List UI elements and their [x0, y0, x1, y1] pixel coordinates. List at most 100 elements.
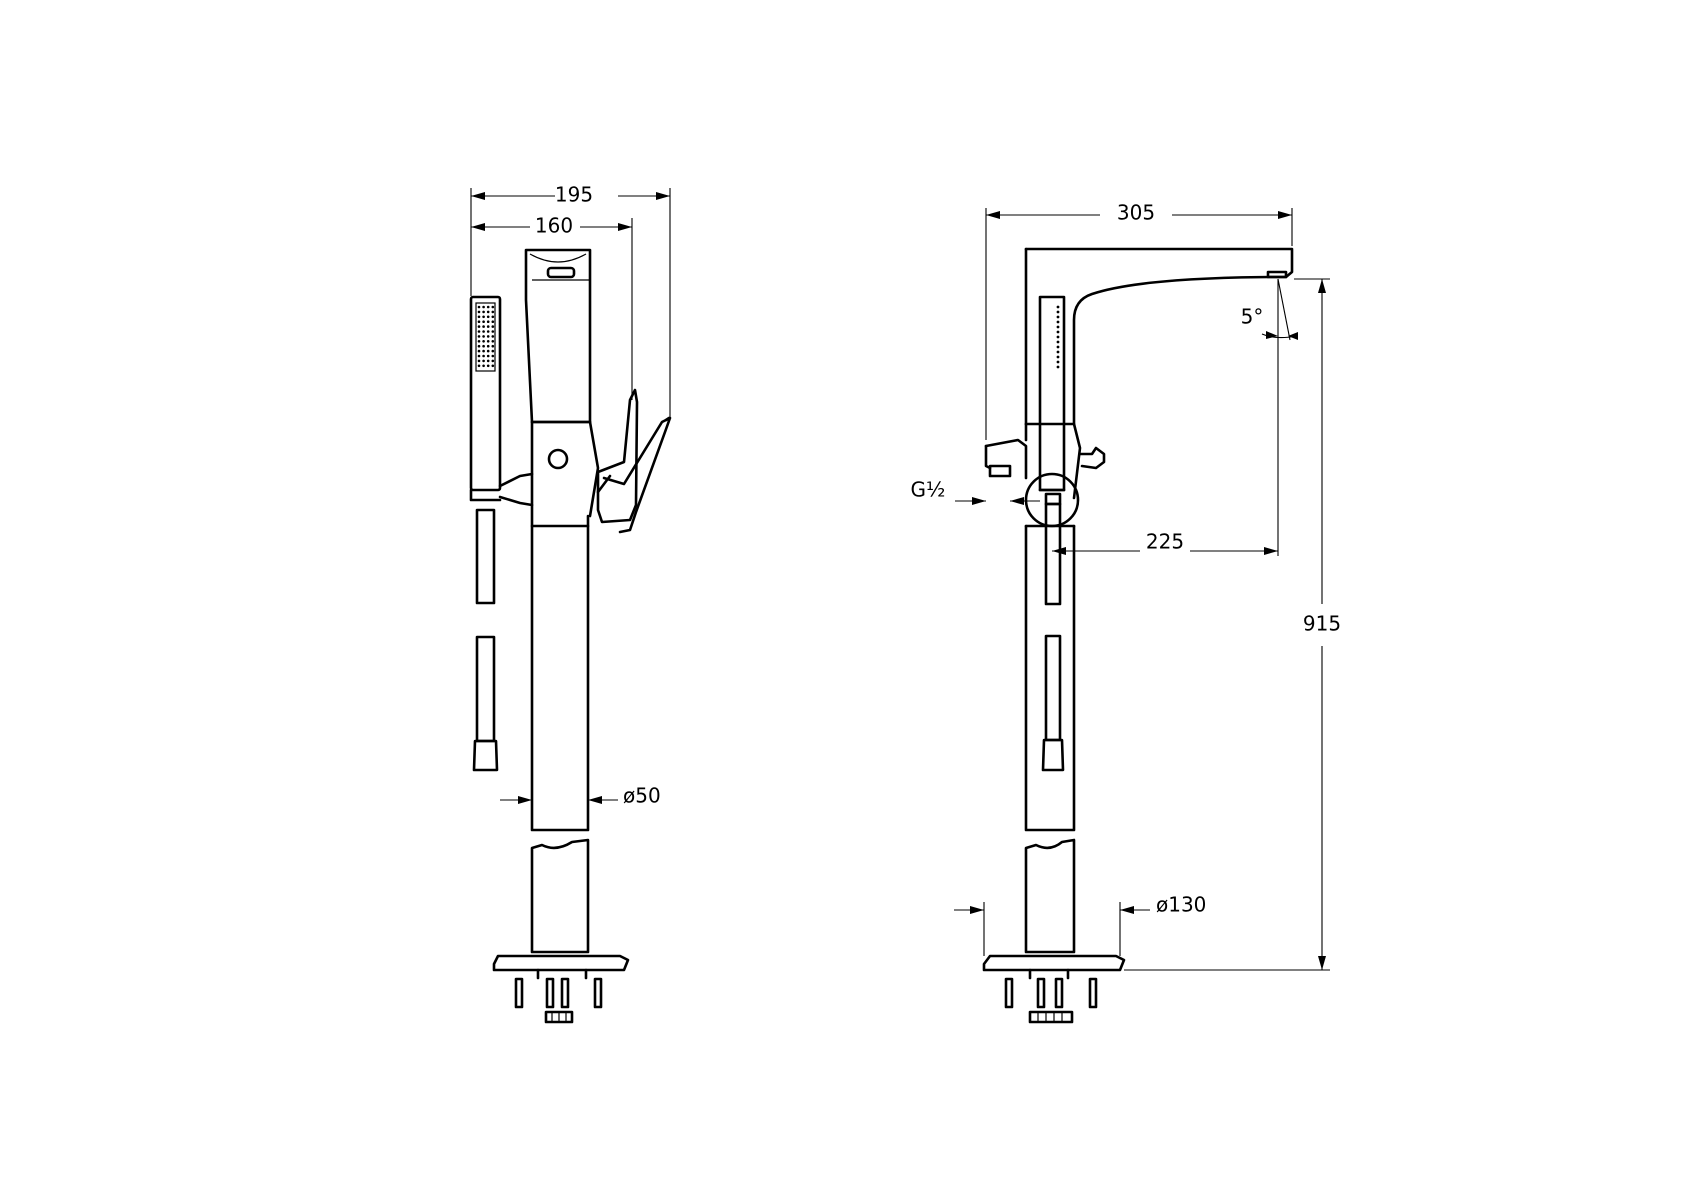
side-dimension-base-diameter: ø130 — [954, 893, 1206, 956]
spray-nozzle — [477, 349, 481, 353]
front-dimension-160: 160 — [471, 214, 633, 400]
spray-nozzle — [491, 335, 495, 338]
front-dimension-column-diameter: ø50 — [500, 784, 661, 808]
spray-nozzle — [486, 310, 490, 314]
dim-label-inlet: G½ — [911, 478, 946, 502]
spray-nozzle — [491, 349, 495, 353]
dim-label-angle: 5° — [1241, 305, 1264, 329]
spray-nozzle — [491, 354, 495, 358]
spray-nozzle — [477, 325, 481, 328]
spray-nozzle — [486, 315, 490, 319]
spray-nozzle — [1056, 305, 1060, 309]
dim-label-195: 195 — [555, 183, 593, 207]
spray-nozzle — [477, 315, 481, 319]
spray-nozzle-pattern — [477, 305, 495, 368]
spray-nozzle — [482, 340, 485, 343]
spray-nozzle — [1056, 355, 1060, 359]
front-upper-body — [524, 248, 600, 528]
spray-nozzle — [477, 310, 481, 314]
spray-nozzle — [486, 349, 490, 353]
front-column — [530, 524, 590, 954]
spray-nozzle — [491, 320, 495, 324]
spray-nozzle — [491, 310, 495, 314]
spray-nozzle — [486, 354, 490, 358]
spray-nozzle — [1056, 340, 1060, 344]
spray-nozzle — [477, 320, 481, 324]
spray-nozzle — [486, 335, 490, 338]
spray-nozzle — [482, 344, 485, 348]
spray-nozzle — [486, 340, 490, 343]
spray-nozzle — [491, 315, 495, 319]
side-mid-section — [984, 422, 1106, 528]
spray-nozzle — [1056, 325, 1060, 329]
spray-nozzle — [1056, 335, 1060, 339]
front-view: 195 160 ø50 — [469, 183, 672, 1024]
spray-nozzle — [482, 354, 485, 358]
spray-nozzle — [486, 359, 490, 363]
spray-nozzle — [482, 310, 485, 314]
spray-nozzle — [477, 364, 481, 368]
spray-nozzle — [482, 305, 485, 309]
spray-nozzle — [1056, 345, 1060, 349]
spray-nozzle — [486, 305, 490, 309]
dim-label-base-diameter: ø130 — [1156, 893, 1206, 917]
spray-nozzle — [491, 325, 495, 328]
side-dimension-225: 225 — [1052, 530, 1278, 555]
spray-nozzle — [486, 325, 490, 328]
spray-nozzle — [1056, 320, 1060, 324]
dim-label-225: 225 — [1146, 530, 1184, 554]
spray-nozzle — [482, 349, 485, 353]
front-dimension-195: 195 — [470, 183, 671, 418]
spray-nozzle — [477, 305, 481, 309]
spray-nozzle — [1056, 350, 1060, 354]
side-dimension-915: 915 — [1124, 278, 1341, 971]
side-view: 305 5° G½ 225 — [911, 201, 1341, 1024]
spray-nozzle — [491, 330, 495, 333]
spray-nozzle — [486, 330, 490, 333]
side-hand-shower — [1038, 295, 1066, 492]
dim-label-160: 160 — [535, 214, 573, 238]
spray-nozzle — [477, 335, 481, 338]
spray-nozzle — [1056, 310, 1060, 314]
spray-nozzle — [491, 340, 495, 343]
spray-nozzle — [491, 305, 495, 309]
front-mixer-lever — [596, 388, 672, 534]
spray-nozzle — [1056, 360, 1060, 364]
spray-nozzle — [1056, 330, 1060, 334]
spray-nozzle — [482, 335, 485, 338]
spray-nozzle — [491, 359, 495, 363]
spray-nozzle — [486, 344, 490, 348]
dim-label-column-diameter: ø50 — [623, 784, 661, 808]
side-dimension-angle: 5° — [1241, 278, 1298, 556]
front-hose — [472, 508, 499, 772]
side-column — [1024, 502, 1076, 954]
side-dimension-305: 305 — [985, 201, 1293, 440]
spray-nozzle — [486, 364, 490, 368]
dim-label-305: 305 — [1117, 201, 1155, 225]
side-spout-body — [1024, 247, 1294, 426]
spray-nozzle — [1056, 365, 1060, 369]
spray-nozzle — [477, 340, 481, 343]
spray-nozzle — [477, 330, 481, 333]
spray-nozzle — [482, 364, 485, 368]
dim-label-915: 915 — [1303, 612, 1341, 636]
front-shower-holder — [498, 472, 534, 507]
spray-nozzle — [1056, 315, 1060, 319]
side-spray-nozzles — [1056, 305, 1060, 369]
spray-nozzle — [482, 325, 485, 328]
spray-nozzle — [477, 359, 481, 363]
spray-nozzle — [482, 315, 485, 319]
spray-nozzle — [482, 320, 485, 324]
spray-nozzle — [491, 364, 495, 368]
spray-nozzle — [477, 354, 481, 358]
spray-nozzle — [486, 320, 490, 324]
side-base — [982, 954, 1126, 1024]
spray-nozzle — [477, 344, 481, 348]
side-dimension-inlet: G½ — [911, 478, 1040, 505]
front-base — [492, 954, 630, 1024]
spray-nozzle — [491, 344, 495, 348]
spray-nozzle — [482, 330, 485, 333]
spray-nozzle — [482, 359, 485, 363]
front-hand-shower — [469, 295, 502, 502]
